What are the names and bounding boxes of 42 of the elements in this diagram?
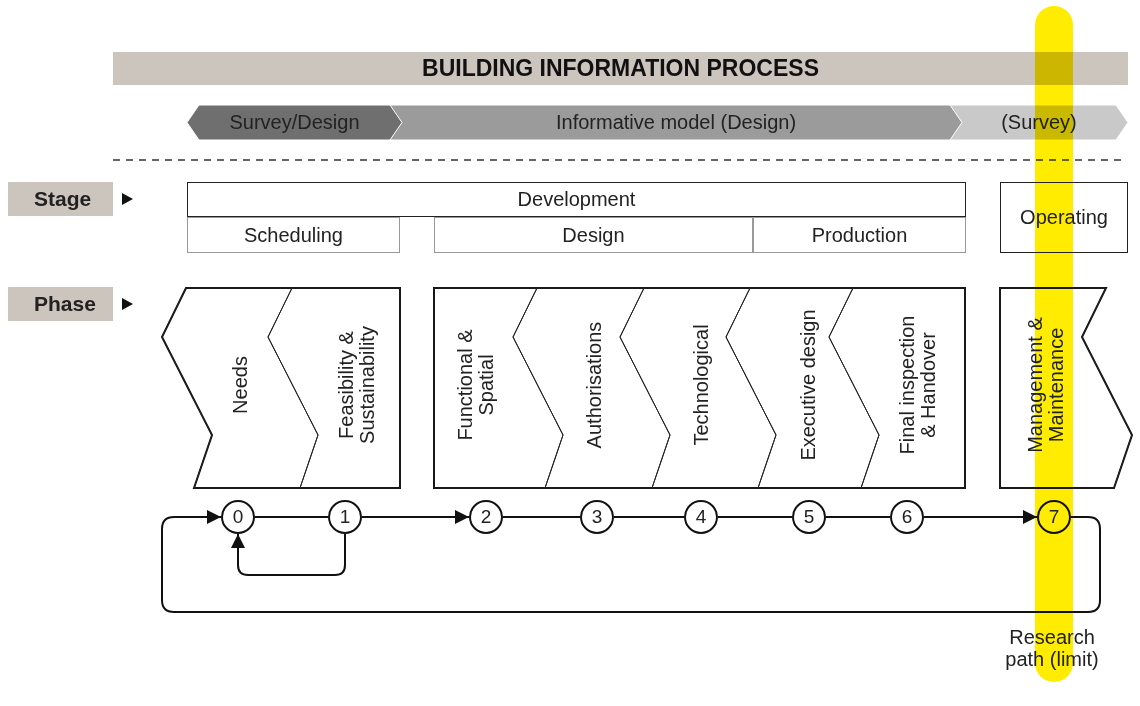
stage-name: Scheduling: [244, 224, 343, 246]
step-circle: 0: [221, 500, 255, 534]
phase-name: Feasibility & Sustainability: [336, 325, 378, 446]
step-circle: 1: [328, 500, 362, 534]
stage-name: Production: [811, 224, 908, 246]
title-bar: BUILDING INFORMATION PROCESS: [113, 52, 1128, 85]
step-circle: 2: [469, 500, 503, 534]
process-band: [187, 105, 402, 140]
connector-line: [502, 516, 581, 518]
connector-line: [825, 516, 891, 518]
arrow: [361, 510, 470, 524]
band-label: Informative model (Design): [554, 112, 798, 133]
stage-box: [434, 217, 753, 253]
stage-name: Design: [562, 224, 625, 246]
stage-name: Development: [517, 189, 636, 210]
arrow: [161, 510, 1101, 613]
arrow: [923, 510, 1038, 524]
process-band: [390, 105, 962, 140]
connector-line: [613, 516, 685, 518]
phase-name: Needs: [229, 355, 251, 416]
phase-name: Technological: [690, 323, 712, 448]
phase-name: Executive design: [797, 308, 819, 463]
phase-name: Authorisations: [583, 320, 605, 451]
arrow: [231, 533, 346, 576]
band-label: Survey/Design: [228, 112, 361, 133]
step-circle: 7: [1037, 500, 1071, 534]
step-circle: 4: [684, 500, 718, 534]
stage-box: [187, 217, 400, 253]
step-circle: 3: [580, 500, 614, 534]
row-label: Stage: [8, 182, 113, 216]
step-circle: 6: [890, 500, 924, 534]
row-label: Phase: [8, 287, 113, 321]
stage-box: [753, 217, 966, 253]
phase-name: Final inspection & Handover: [897, 314, 939, 457]
phase-name: Functional & Spatial: [455, 328, 497, 443]
connector-line: [717, 516, 793, 518]
stage-box: [187, 182, 966, 217]
phase-name: Management & Maintenance: [1025, 316, 1067, 455]
connector-line: [254, 516, 329, 518]
phase-panel: [268, 288, 400, 488]
step-circle: 5: [792, 500, 826, 534]
phase-panel: [829, 288, 965, 488]
